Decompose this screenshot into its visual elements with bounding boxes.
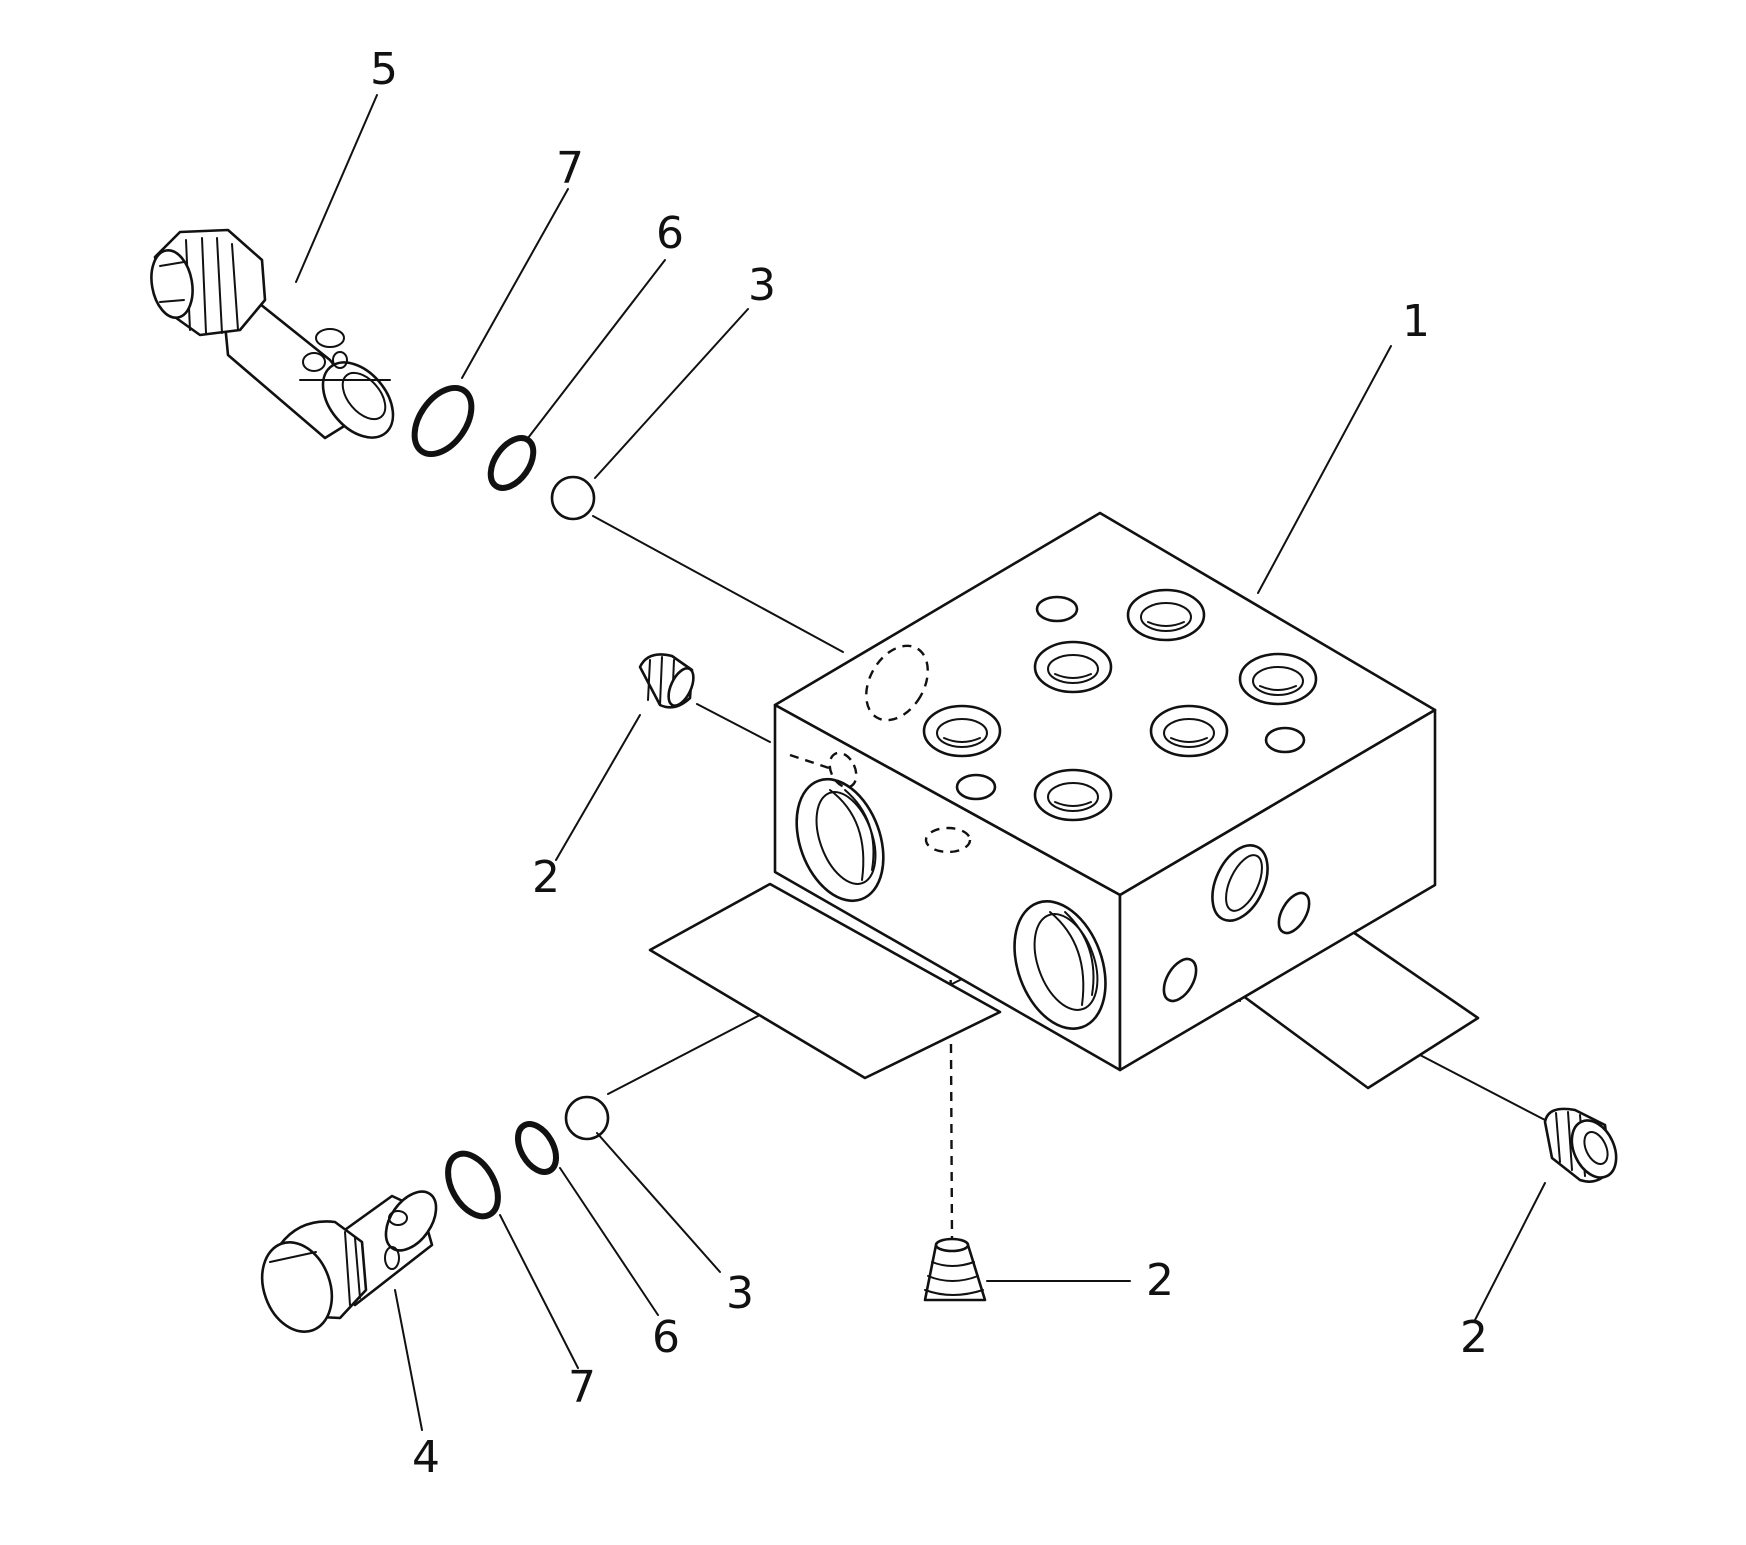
callout-2-upper-left: 2: [532, 852, 560, 903]
orings-upper: [411, 384, 596, 521]
callout-6-upper: 6: [656, 208, 684, 259]
oring-6-lower: [515, 1121, 559, 1175]
callout-1: 1: [1402, 296, 1430, 347]
oring-7-upper: [411, 384, 475, 458]
callout-7-upper: 7: [556, 143, 584, 194]
side-ports: [1162, 844, 1311, 1003]
callout-6-lower: 6: [652, 1312, 680, 1363]
callout-3-lower: 3: [726, 1268, 754, 1319]
front-ports: [795, 777, 1107, 1030]
callout-leaders: [295, 94, 1546, 1431]
callout-numbers: 1 2 2 2 3 3 4 5 6 6 7 7: [370, 44, 1488, 1483]
orings-lower: [445, 1095, 610, 1220]
top-ports: [789, 588, 1318, 854]
block-side-face: [1118, 708, 1437, 1072]
callout-7-lower: 7: [568, 1362, 596, 1413]
callout-4: 4: [412, 1432, 440, 1483]
oring-6-upper: [487, 435, 537, 491]
callout-5: 5: [370, 44, 398, 95]
callout-2-right: 2: [1460, 1312, 1488, 1363]
plug-right: [1543, 1107, 1618, 1183]
ball-3-lower: [564, 1095, 610, 1141]
plug-bottom: [923, 1237, 987, 1302]
plug-upper-left: [638, 653, 695, 709]
ball-3-upper: [550, 475, 596, 521]
block-shadow-left: [648, 882, 1002, 1080]
oring-7-lower: [445, 1150, 501, 1220]
callout-3-upper: 3: [748, 260, 776, 311]
cartridge-short-part: [260, 1190, 438, 1333]
callout-2-bottom: 2: [1146, 1255, 1174, 1306]
valve-block: [648, 511, 1480, 1090]
cartridge-long-part: [150, 228, 395, 440]
